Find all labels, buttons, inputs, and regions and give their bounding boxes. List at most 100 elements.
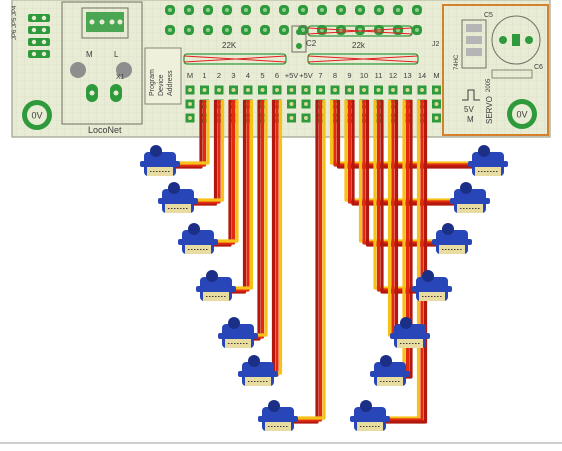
servo-wire [351,100,454,206]
servo-3 [178,223,218,254]
servo-14 [350,400,390,431]
servo-wire [194,100,221,204]
servo-motors [0,145,562,444]
servo-horn [360,400,372,412]
ic-pin-hole [187,28,191,32]
right-0v-label: 0V [516,110,527,120]
servo-9 [450,182,490,213]
header-pin [188,116,192,120]
pin-label-12: 9 [347,71,351,80]
header-pin [188,102,192,106]
ic-pin-hole [263,28,267,32]
servo-wire [373,100,416,290]
header-pin [347,88,352,92]
servo-mount [178,239,218,245]
connector-mark-m: M [86,50,93,59]
header-pin [217,88,221,92]
servo-wire [176,100,203,169]
ic-pin-hole [415,8,419,12]
servo-wire [336,100,472,169]
ic-pin-hole [244,28,248,32]
servo-horn [206,270,218,282]
servo-m-label: M [467,115,474,124]
left-0v-pad: 0V [22,100,52,130]
ic-pin-hole [206,8,210,12]
ic-pin-hole [168,28,172,32]
servo-mount [140,161,180,167]
pin-label-10: 7 [318,71,322,80]
header-pin [376,88,381,92]
servo-horn [422,270,434,282]
pin-label-7: 6 [275,71,279,80]
header-pin [289,88,294,92]
pin-label-8: +5V [285,71,299,80]
pin-label-4: 3 [231,71,235,80]
servo-4 [196,270,236,301]
servo-13 [370,355,410,386]
servo-horn [168,182,180,194]
header-pin [362,88,366,92]
connector-mark-x1: X1 [116,74,125,81]
header-pin [304,102,308,106]
servo-mount [350,416,390,422]
servo-horn [380,355,392,367]
header-pin [202,88,207,92]
servo-year-label: 2005 [486,78,492,92]
header-pin [304,88,308,92]
servo-mount [370,371,410,377]
servo-6 [238,355,278,386]
pin-label-1: M [187,71,193,80]
header-pin [289,102,294,106]
servo-horn [150,145,162,157]
top-left-tag: JP6 JP5 JP4 [12,5,18,40]
servo-horn [400,317,412,329]
ic-pin-hole [168,8,172,12]
ic-pin-hole [396,8,400,12]
ic-pin-hole [282,28,286,32]
servo-1 [140,145,180,176]
servo-mount [412,286,452,292]
header-pin [231,88,236,92]
pin-label-14: 11 [375,71,383,80]
ic-pin-hole [225,28,229,32]
servo-power-section: 74HC C5 C6 2005 5V M SERVO 0V [442,4,549,136]
servo-10 [432,223,472,254]
servo-horn [460,182,472,194]
servo-horn [442,223,454,235]
header-pin [434,116,439,120]
jumper-block: JP6 JP5 JP4 [12,5,50,58]
servo-wire [232,100,247,294]
loconet-label: LocoNet [88,125,122,135]
servo-mount [468,161,508,167]
servo-horn [188,223,200,235]
jumper-mark: J2 [432,41,440,48]
servo-8 [468,145,508,176]
servo-wires [176,100,472,424]
pin-label-17: 14 [418,71,426,80]
servo-mount [390,333,430,339]
ic-pin-hole [282,8,286,12]
servo-mount [158,198,198,204]
servo-mount [258,416,298,422]
header-pin [318,88,323,92]
servo-mount [238,371,278,377]
pin-label-6: 5 [260,71,264,80]
servo-mount [196,286,236,292]
servo-horn [248,355,260,367]
ic-pin-hole [244,8,248,12]
pin-label-5: 4 [246,71,250,80]
servo-horn [228,317,240,329]
servo-7 [258,400,298,431]
servo-word-label: SERVO [485,96,494,124]
servo-wire [294,100,323,422]
servo-horn [268,400,280,412]
ic-pin-hole [187,8,191,12]
resistor-right-label: 22k [352,41,366,50]
program-line3: Address [167,70,174,96]
ic-pin-hole [206,28,210,32]
resistor-left-label: 22K [222,41,237,50]
servo-12 [390,317,430,348]
header-pin [391,88,395,92]
pin-label-15: 12 [389,71,397,80]
